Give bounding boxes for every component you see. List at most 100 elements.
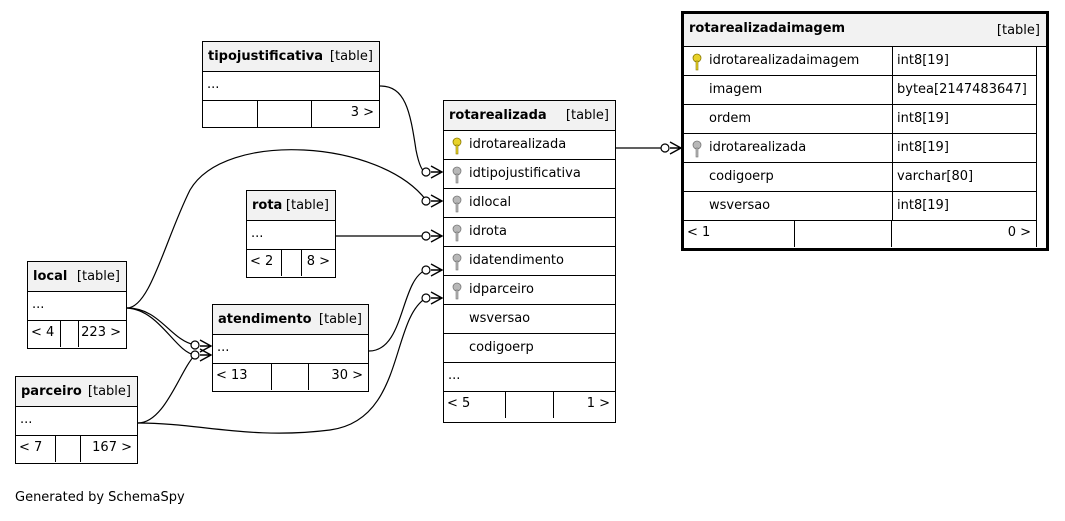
column-name-text: wsversao [709,198,771,213]
table-name: rotarealizada [449,108,547,123]
optional-marker [190,340,200,350]
column-row[interactable]: idrotarealizada [444,131,615,160]
column-name-text: imagem [709,82,763,97]
table-tag: [table] [285,198,329,213]
table-name: parceiro [21,384,82,399]
column-type: bytea[2147483647] [892,76,1036,104]
optional-marker [421,167,431,177]
column-name-text: idrotarealizadaimagem [709,53,860,68]
column-name: codigoerp [684,163,892,191]
column-row[interactable]: idrota [444,218,615,247]
optional-marker [421,265,431,275]
column-name: wsversao [444,305,615,333]
column-type: int8[19] [892,105,1036,133]
column-type: int8[19] [892,134,1036,162]
parents-count: 167 > [92,440,132,455]
table-tag: [table] [565,108,609,123]
foreign-key-icon [452,166,462,184]
table-tag: [table] [329,49,373,64]
crowfoot-marker [430,263,444,277]
column-name-text: wsversao [469,311,531,326]
column-name-text: codigoerp [709,169,774,184]
column-row[interactable]: ordem int8[19] [684,105,1036,134]
column-row[interactable]: idlocal [444,189,615,218]
footer-spacer [56,436,81,462]
children-count: < 4 [28,321,61,347]
crowfoot-marker [199,348,213,362]
column-row[interactable]: idparceiro [444,276,615,305]
generated-by-footer: Generated by SchemaSpy [15,490,185,505]
footer-spacer [272,364,309,390]
table-ellipsis: ... [247,221,335,250]
optional-marker [421,196,431,206]
column-row[interactable]: wsversao [444,305,615,334]
column-row[interactable]: idatendimento [444,247,615,276]
parents-count: 1 > [586,396,610,411]
column-name: idrotarealizada [444,131,615,159]
column-row[interactable]: idtipojustificativa [444,160,615,189]
relationship-parceiro [137,297,427,434]
children-count: < 5 [444,392,506,418]
footer-spacer [282,250,302,276]
table-header: rotarealizada [table] [444,101,615,131]
column-name: idatendimento [444,247,615,275]
crowfoot-marker [669,141,683,155]
optional-marker [190,350,200,360]
column-list: idrotarealizadaimagem int8[19] imagem bytea… [684,47,1037,221]
column-row[interactable]: imagem bytea[2147483647] [684,76,1036,105]
optional-marker [421,231,431,241]
table-ellipsis: ... [28,292,126,321]
relationship-parceiro-atendimento [137,354,196,424]
table-atendimento[interactable]: atendimento [table] ... < 13 30 > [212,304,369,392]
column-name: idparceiro [444,276,615,304]
column-row[interactable]: idrotarealizadaimagem int8[19] [684,47,1036,76]
column-name: ordem [684,105,892,133]
table-parceiro[interactable]: parceiro [table] ... < 7 167 > [15,376,138,464]
column-type: int8[19] [892,47,1036,75]
column-name: idtipojustificativa [444,160,615,188]
table-footer: 3 > [203,101,379,127]
relationship-atendimento [368,269,427,352]
column-row[interactable]: codigoerp [444,334,615,363]
optional-marker [660,143,670,153]
table-footer: < 7 167 > [16,436,137,462]
column-name-text: idrota [469,224,507,239]
column-name-text: idatendimento [469,253,564,268]
relationship-local-atendimento-b [126,307,196,356]
table-ellipsis: ... [213,335,368,364]
column-name: wsversao [684,192,892,220]
relationship-local-atendimento-a [126,307,196,346]
footer-spacer [795,221,892,247]
column-name-text: ordem [709,111,751,126]
table-ellipsis: ... [203,72,379,101]
crowfoot-marker [430,229,444,243]
column-name-text: idparceiro [469,282,534,297]
table-ellipsis: ... [16,407,137,436]
parents-count: 8 > [306,254,330,269]
table-tag: [table] [996,23,1040,38]
table-rota[interactable]: rota [table] ... < 2 8 > [246,190,336,278]
table-tag: [table] [76,269,120,284]
children-count: < 1 [684,221,795,247]
primary-key-icon [692,53,702,71]
table-tag: [table] [87,384,131,399]
table-tipojustificativa[interactable]: tipojustificativa [table] ... 3 > [202,41,380,128]
crowfoot-marker [430,194,444,208]
table-header: local [table] [28,262,126,292]
table-header: tipojustificativa [table] [203,42,379,72]
children-count [203,101,258,127]
table-header: rota [table] [247,191,335,221]
column-name: idrota [444,218,615,246]
children-count: < 2 [247,250,282,276]
foreign-key-icon [452,253,462,271]
table-rotarealizadaimagem[interactable]: rotarealizadaimagem [table] idrotarealiz… [681,11,1049,251]
table-footer: < 2 8 > [247,250,335,276]
table-header: parceiro [table] [16,377,137,407]
parents-count: 0 > [1007,225,1031,240]
table-local[interactable]: local [table] ... < 4 223 > [27,261,127,349]
